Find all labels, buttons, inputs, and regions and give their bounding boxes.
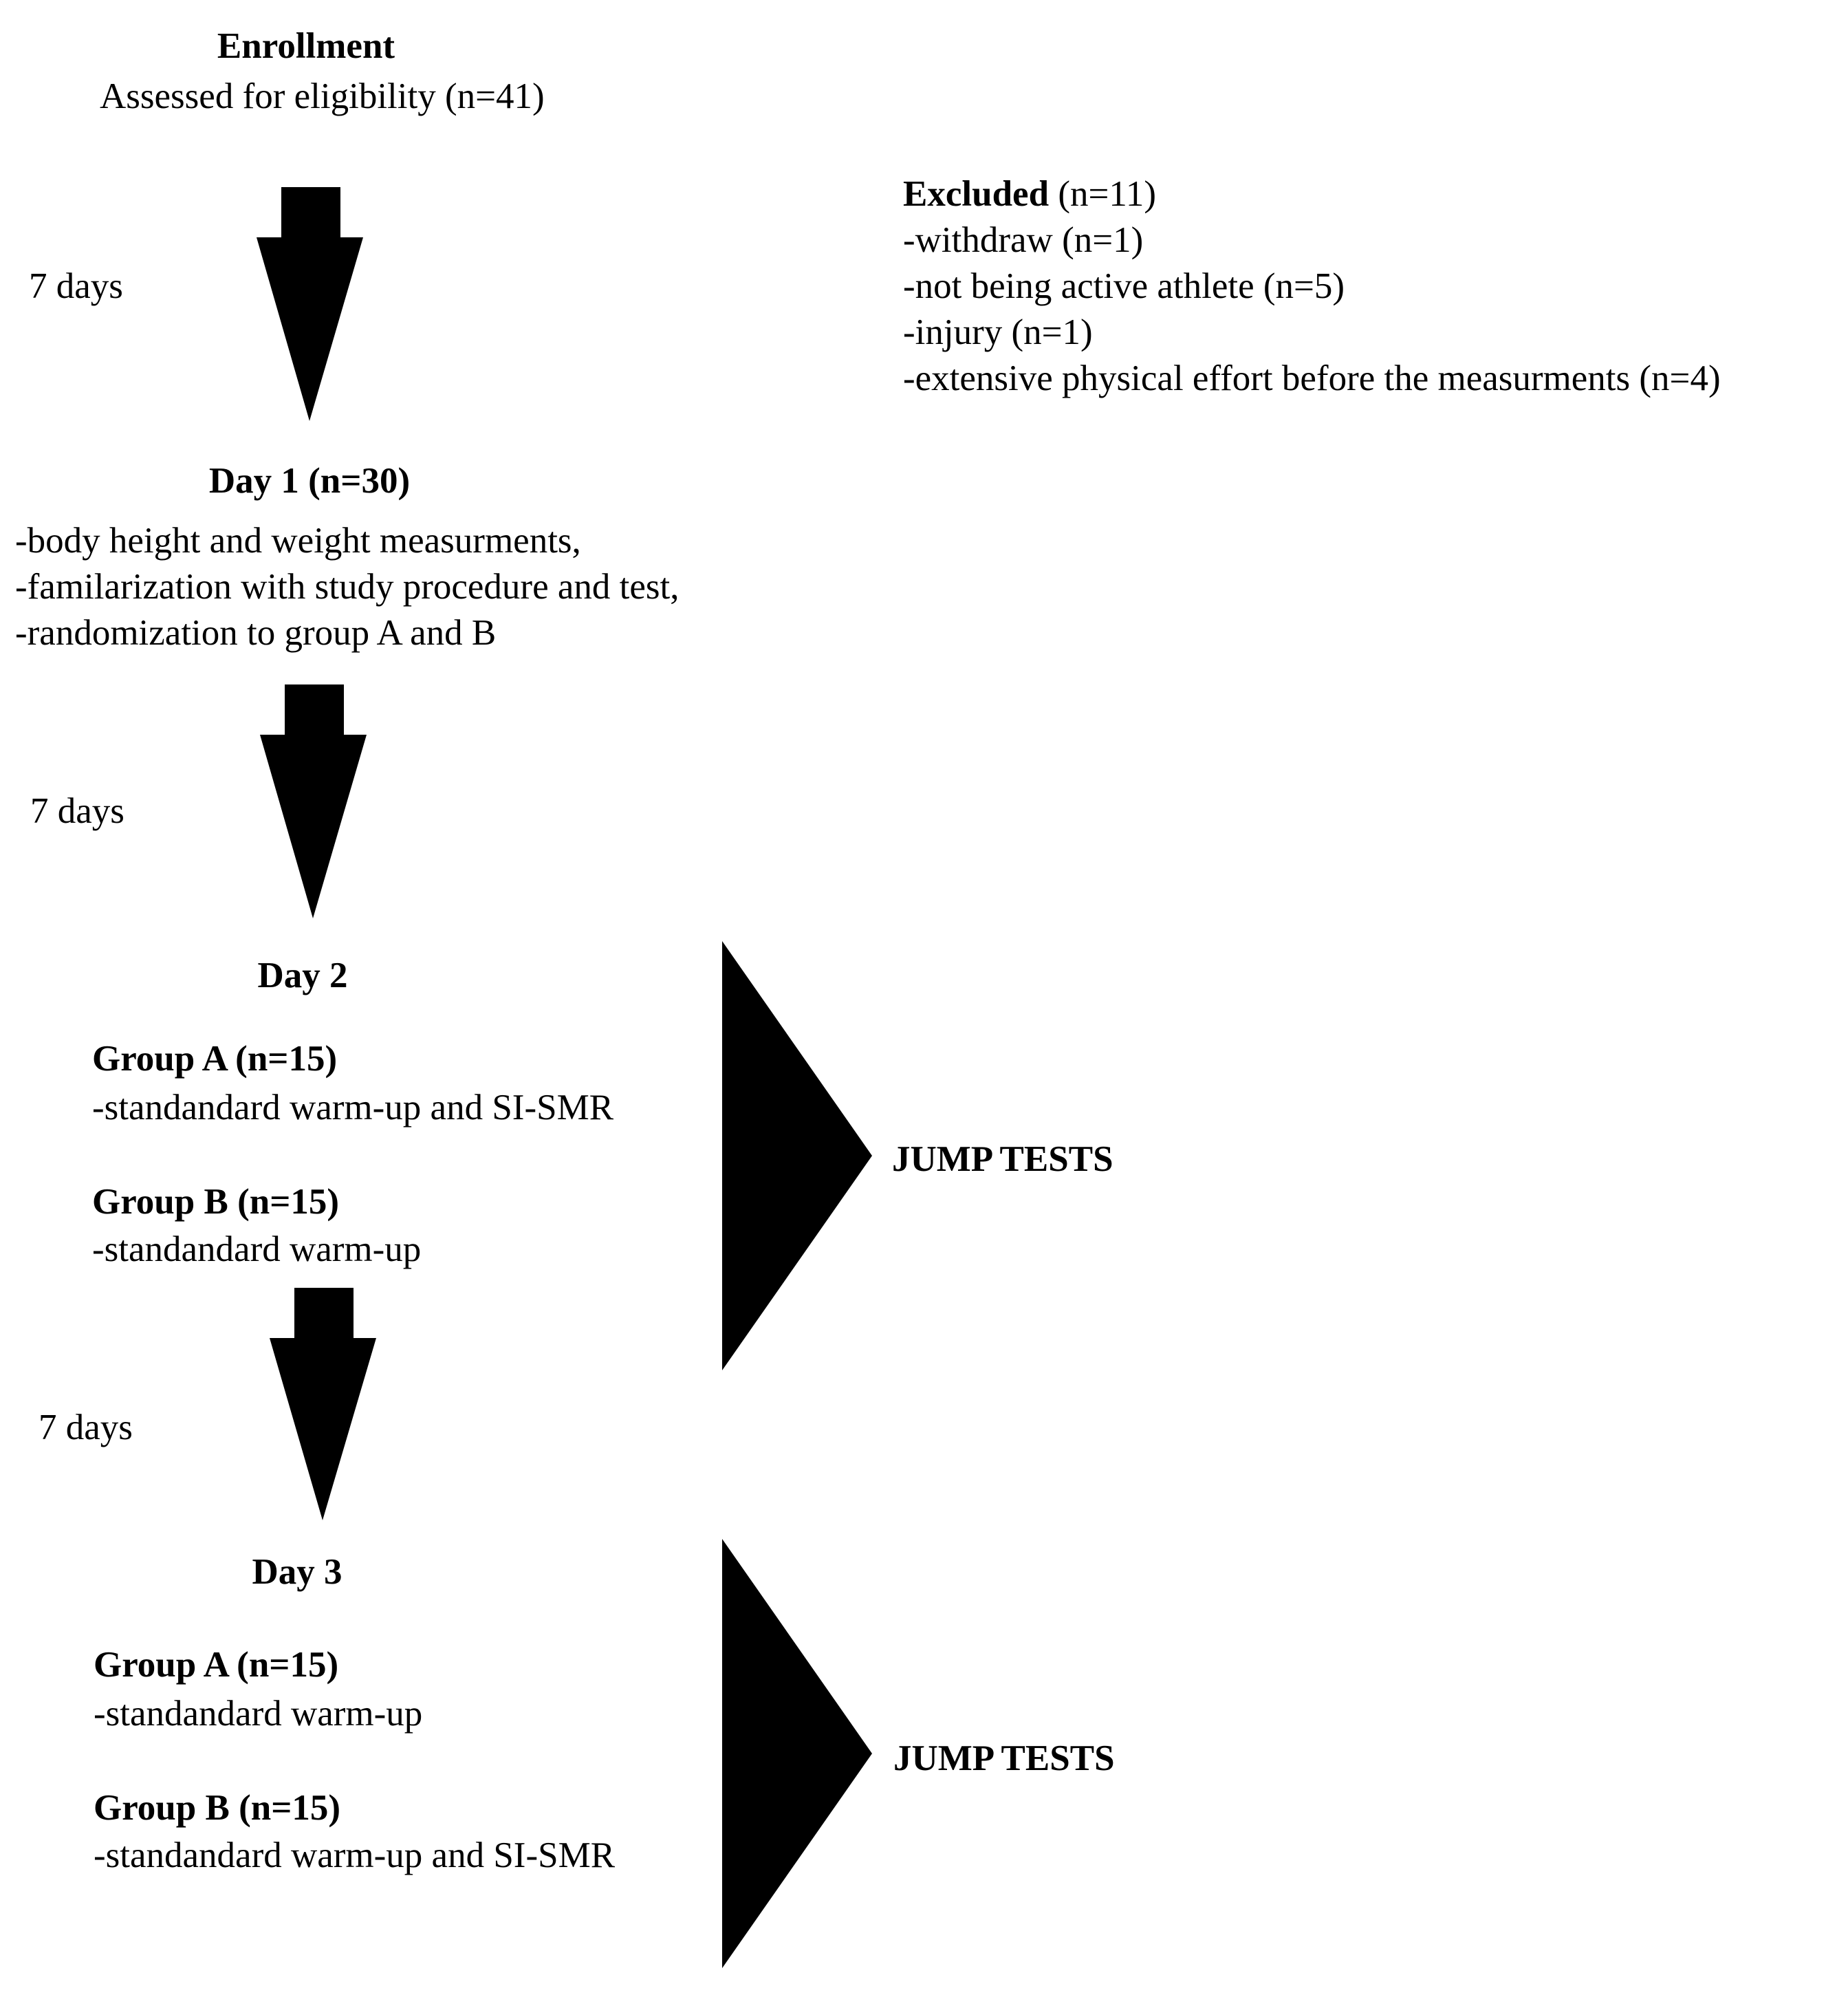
enrollment-assessed: Assessed for eligibility (n=41) (100, 76, 545, 116)
day2-group-b-title: Group B (n=15) (92, 1182, 340, 1222)
day1-item: -randomization to group A and B (15, 613, 497, 653)
excluded-reason: -not being active athlete (n=5) (903, 266, 1345, 306)
day3-group-a-item: -standandard warm-up (94, 1694, 423, 1734)
day2-title: Day 2 (257, 956, 348, 995)
right-arrow-day2 (722, 941, 872, 1370)
day3-title: Day 3 (252, 1552, 343, 1592)
day2-group-a-title: Group A (n=15) (92, 1039, 338, 1079)
day1-item: -familarization with study procedure and… (15, 567, 680, 607)
interval-label: 7 days (30, 791, 124, 831)
day3-outcome: JUMP TESTS (893, 1738, 1115, 1778)
day1-item: -body height and weight measurments, (15, 521, 581, 561)
right-arrow-day3 (722, 1539, 872, 1968)
excluded-reason: -withdraw (n=1) (903, 220, 1144, 260)
day2-group-b-item: -standandard warm-up (92, 1229, 422, 1269)
day1-title: Day 1 (n=30) (208, 461, 411, 501)
excluded-reason: -extensive physical effort before the me… (903, 358, 1721, 398)
day3-group-b-title: Group B (n=15) (94, 1788, 341, 1828)
down-arrow-1 (257, 187, 363, 421)
enrollment-title: Enrollment (217, 26, 395, 66)
interval-label: 7 days (39, 1408, 133, 1447)
day2-outcome: JUMP TESTS (892, 1139, 1113, 1179)
day3-group-b-item: -standandard warm-up and SI-SMR (94, 1835, 616, 1875)
excluded-reason: -injury (n=1) (903, 312, 1093, 352)
day2-group-a-item: -standandard warm-up and SI-SMR (92, 1088, 614, 1128)
excluded-title: Excluded (903, 174, 1050, 214)
interval-label: 7 days (29, 266, 123, 306)
down-arrow-3 (270, 1288, 376, 1520)
excluded-count: (n=11) (1049, 174, 1157, 214)
down-arrow-2 (260, 684, 367, 918)
day3-group-a-title: Group A (n=15) (94, 1645, 339, 1685)
excluded-heading: Excluded (n=11) (903, 171, 1156, 217)
